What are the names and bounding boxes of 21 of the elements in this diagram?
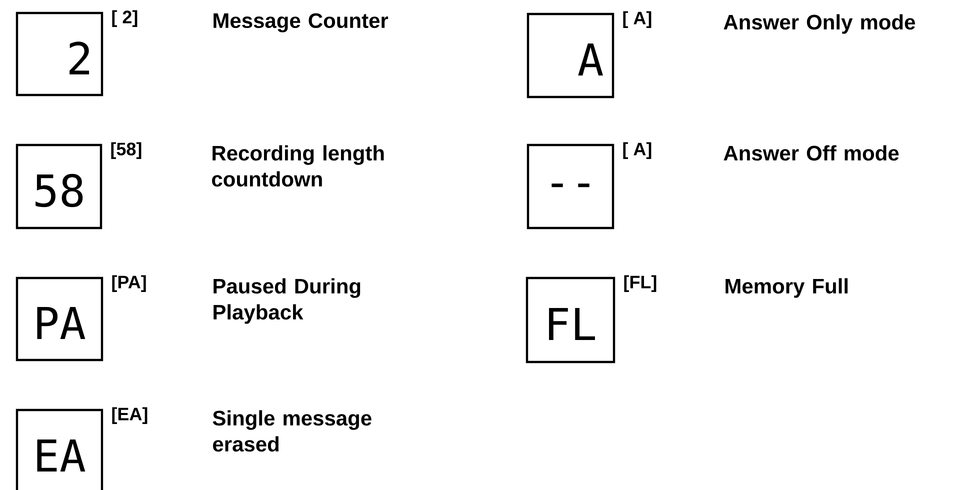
description: Memory Full [726, 278, 848, 298]
code-label: [58] [111, 142, 142, 159]
display-box: PA [16, 276, 104, 362]
code-label: [ A] [623, 11, 652, 28]
code-label: [PA] [112, 275, 146, 292]
description: Message Counter [214, 13, 388, 32]
display-box: 2 [16, 12, 104, 96]
description: Answer Only mode [724, 14, 916, 34]
code-label: [FL] [624, 275, 656, 292]
display-box: FL [526, 276, 616, 364]
display-box: -- [526, 144, 614, 230]
display-box: EA [16, 408, 104, 490]
code-label: [ 2] [112, 10, 138, 27]
description: Single message erased [212, 410, 372, 452]
code-label: [ A] [623, 142, 652, 159]
display-box: A [526, 12, 614, 98]
display-box: 58 [16, 144, 102, 230]
description: Recording length countdown [212, 145, 384, 187]
description: Answer Off mode [724, 145, 899, 161]
code-label: [EA] [112, 407, 148, 424]
description: Paused During Playback [214, 278, 360, 324]
